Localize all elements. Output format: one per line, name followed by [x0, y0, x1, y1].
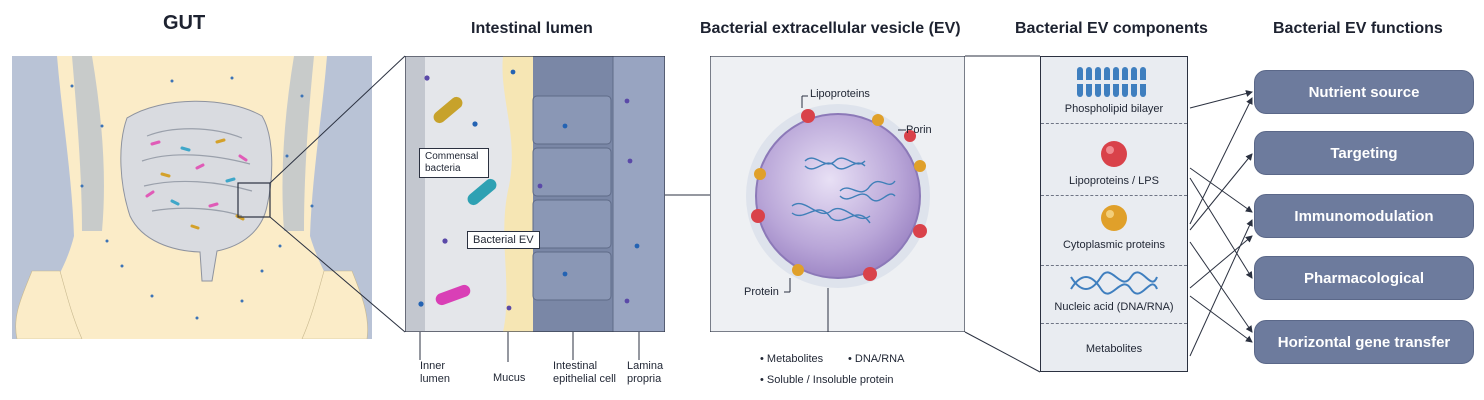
components-panel: Phospholipid bilayer Lipoproteins / LPS …: [1040, 56, 1188, 372]
callout-bacterial-ev: Bacterial EV: [467, 231, 540, 249]
component-row: Metabolites: [1041, 323, 1187, 371]
component-row: Cytoplasmic proteins: [1041, 195, 1187, 266]
component-label: Phospholipid bilayer: [1064, 103, 1164, 115]
content-protein: • Soluble / Insoluble protein: [760, 374, 894, 386]
content-metabolites-label: Metabolites: [766, 353, 824, 365]
content-dna-rna-label: DNA/RNA: [854, 353, 905, 365]
label-inner-lumen: Inner lumen: [420, 360, 450, 385]
lumen-label-ticks: [419, 332, 640, 362]
vesicle-illustration: [709, 55, 966, 348]
label-lamina-propria: Lamina propria: [627, 360, 664, 385]
function-immunomodulation: Immunomodulation: [1254, 194, 1474, 238]
component-row: Nucleic acid (DNA/RNA): [1041, 265, 1187, 324]
content-dna-rna: • DNA/RNA: [848, 353, 905, 365]
callout-commensal-bacteria: Commensal bacteria: [419, 148, 489, 178]
bacteria-icons: [433, 96, 497, 306]
label-mucus: Mucus: [493, 372, 526, 384]
lumen-illustration: [404, 55, 666, 333]
ev-panel: Lipoproteins Porin Protein: [709, 55, 966, 348]
label-protein: Protein: [744, 286, 779, 298]
component-label: Cytoplasmic proteins: [1062, 239, 1166, 251]
component-label: Metabolites: [1085, 343, 1143, 355]
lumen-title: Intestinal lumen: [471, 20, 593, 37]
cytoplasmic-protein-icon: [1101, 205, 1127, 231]
component-row: Lipoproteins / LPS: [1041, 123, 1187, 196]
lumen-panel: Commensal bacteria Bacterial EV: [404, 55, 666, 333]
function-targeting: Targeting: [1254, 131, 1474, 175]
functions-title: Bacterial EV functions: [1273, 20, 1443, 37]
label-epithelial-cell: Intestinal epithelial cell: [553, 360, 616, 385]
lipoprotein-icon: [1101, 141, 1127, 167]
function-pharmacological: Pharmacological: [1254, 256, 1474, 300]
components-title: Bacterial EV components: [1015, 20, 1208, 37]
mapping-arrows: [1189, 90, 1253, 357]
gut-body-panel: [12, 56, 372, 340]
content-protein-label: Soluble / Insoluble protein: [766, 374, 894, 386]
dna-helix-icon: [1070, 271, 1158, 295]
zoom-box: [237, 182, 271, 218]
function-horizontal-gene-transfer: Horizontal gene transfer: [1254, 320, 1474, 364]
label-porin: Porin: [906, 124, 932, 136]
body-illustration: [12, 56, 372, 340]
component-label: Lipoproteins / LPS: [1069, 175, 1159, 187]
ev-title: Bacterial extracellular vesicle (EV): [700, 20, 961, 37]
content-metabolites: • Metabolites: [760, 353, 824, 365]
lipoprotein-dots: [751, 109, 927, 281]
phospholipid-bilayer-icon: [1075, 67, 1151, 97]
function-nutrient-source: Nutrient source: [1254, 70, 1474, 114]
component-label: Nucleic acid (DNA/RNA): [1054, 301, 1174, 313]
gut-title: GUT: [163, 12, 206, 34]
label-lipoproteins: Lipoproteins: [810, 88, 870, 100]
component-row: Phospholipid bilayer: [1041, 57, 1187, 124]
intestine-illustration: [120, 100, 273, 282]
